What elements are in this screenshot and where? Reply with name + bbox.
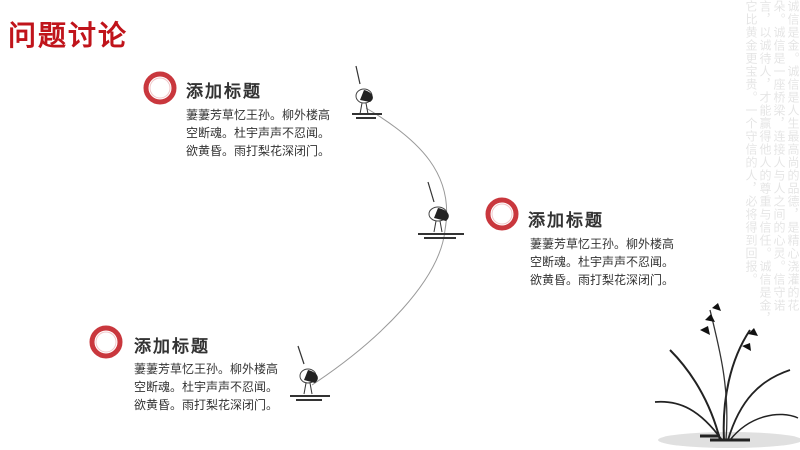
red-brush-ring-icon [143,71,177,105]
page-title: 问题讨论 [8,19,129,52]
red-brush-ring-icon [485,197,519,231]
item-heading: 添加标题 [134,337,210,357]
item-heading: 添加标题 [528,211,604,231]
crane-icon [418,181,464,239]
item-heading: 添加标题 [186,82,262,102]
background-calligraphy-text: 诚信是金。诚信是人生最高尚的品德，是精心浇灌的花朵。诚信是一座桥梁，连接人与人之… [744,0,800,325]
item-body: 萋萋芳草忆王孙。柳外楼高空断魂。杜宇声声不忍闻。欲黄昏。雨打梨花深闭门。 [134,362,279,412]
red-brush-ring-icon [89,325,123,359]
item-body: 萋萋芳草忆王孙。柳外楼高空断魂。杜宇声声不忍闻。欲黄昏。雨打梨花深闭门。 [186,108,331,158]
item-body: 萋萋芳草忆王孙。柳外楼高空断魂。杜宇声声不忍闻。欲黄昏。雨打梨花深闭门。 [530,237,675,287]
crane-icon [290,345,330,401]
orchid-icon [654,303,800,448]
crane-icon [352,65,382,119]
